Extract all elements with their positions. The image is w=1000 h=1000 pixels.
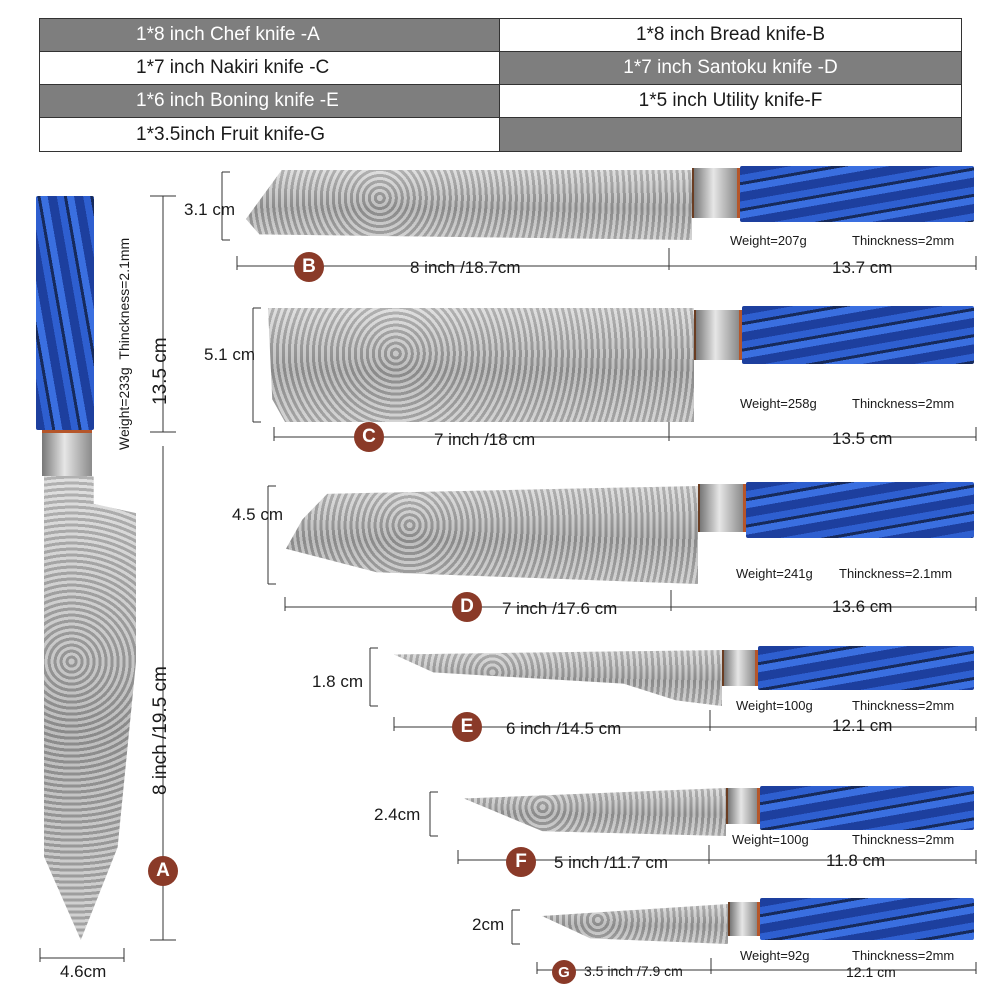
knife-e-weight: Weight=100g: [736, 698, 813, 713]
knife-c-height: 5.1 cm: [204, 345, 256, 364]
spec-cell: 1*5 inch Utility knife-F: [500, 85, 961, 118]
knife-b-bolster: [692, 168, 740, 218]
knife-d-handle: [746, 482, 974, 538]
knife-a-handle: [36, 196, 94, 430]
knife-g-handle-length: 12.1 cm: [846, 964, 896, 980]
spec-cell: 1*8 inch Bread knife-B: [500, 19, 961, 52]
spec-cell: [500, 118, 961, 151]
knife-d-weight: Weight=241g: [736, 566, 813, 581]
knife-f-handle: [760, 786, 974, 830]
knife-d-blade-length: 7 inch /17.6 cm: [502, 599, 618, 618]
knife-f-blade-length: 5 inch /11.7 cm: [554, 853, 669, 872]
knife-f-handle-length: 11.8 cm: [826, 851, 886, 870]
knife-b-handle: [740, 166, 974, 222]
knife-b-blade-length: 8 inch /18.7cm: [410, 258, 521, 277]
knife-b-height: 3.1 cm: [184, 200, 236, 219]
knife-c-handle-length: 13.5 cm: [832, 429, 893, 448]
knife-a-width: 4.6cm: [60, 962, 107, 981]
knife-a-handle-length: 13.5 cm: [150, 337, 171, 405]
knife-e-height: 1.8 cm: [312, 672, 364, 691]
knife-g-weight: Weight=92g: [740, 948, 810, 963]
knife-d-thickness: Thinckness=2.1mm: [839, 566, 953, 581]
knife-f-bolster: [726, 788, 760, 824]
knife-g-badge: G: [552, 960, 576, 984]
knife-a-specs: Weight=233g Thinckness=2.1mm: [116, 238, 132, 450]
spec-cell: 1*7 inch Santoku knife -D: [500, 52, 961, 85]
knife-e-badge: E: [452, 712, 482, 742]
knife-c-blade: [268, 308, 694, 422]
knife-e-handle: [758, 646, 974, 690]
knife-d-handle-length: 13.6 cm: [832, 597, 893, 616]
knife-b-handle-length: 13.7 cm: [832, 258, 893, 277]
spec-cell: 1*7 inch Nakiri knife -C: [40, 52, 500, 85]
knife-b-thickness: Thinckness=2mm: [852, 233, 955, 248]
knife-d-height: 4.5 cm: [232, 505, 284, 524]
spec-cell: 1*8 inch Chef knife -A: [40, 19, 500, 52]
knife-b-blade: [246, 170, 692, 240]
knife-g-height: 2cm: [472, 915, 505, 934]
knife-c-blade-length: 7 inch /18 cm: [434, 430, 536, 449]
knife-a-badge: A: [148, 856, 178, 886]
knife-a-blade-length: 8 inch /19.5 cm: [150, 666, 171, 795]
knife-c-handle: [742, 306, 974, 364]
knife-g-handle: [760, 898, 974, 940]
knife-e-thickness: Thinckness=2mm: [852, 698, 955, 713]
knife-c-bolster: [694, 310, 742, 360]
knife-a-bolster: [42, 430, 92, 476]
spec-cell: 1*3.5inch Fruit knife-G: [40, 118, 500, 151]
knife-f-height: 2.4cm: [374, 805, 421, 824]
knife-g-thickness: Thinckness=2mm: [852, 948, 955, 963]
knife-e-blade-length: 6 inch /14.5 cm: [506, 719, 622, 738]
knife-c-weight: Weight=258g: [740, 396, 817, 411]
knife-a-weight: Weight=233g: [116, 367, 132, 450]
spec-cell: 1*6 inch Boning knife -E: [40, 85, 500, 118]
knife-e-handle-length: 12.1 cm: [832, 716, 893, 735]
knife-g-blade-length: 3.5 inch /7.9 cm: [584, 963, 683, 979]
knife-g-bolster: [728, 902, 760, 936]
knife-a-thickness: Thinckness=2.1mm: [116, 237, 132, 360]
knife-f-weight: Weight=100g: [732, 832, 809, 847]
knife-d-bolster: [698, 484, 746, 532]
knife-c-badge: C: [354, 422, 384, 452]
knife-c-thickness: Thinckness=2mm: [852, 396, 955, 411]
knife-b-weight: Weight=207g: [730, 233, 807, 248]
knife-d-badge: D: [452, 592, 482, 622]
spec-table: 1*8 inch Chef knife -A 1*8 inch Bread kn…: [39, 18, 962, 152]
knife-e-bolster: [722, 650, 758, 686]
knife-f-badge: F: [506, 847, 536, 877]
knife-b-badge: B: [294, 252, 324, 282]
knife-f-thickness: Thinckness=2mm: [852, 832, 955, 847]
